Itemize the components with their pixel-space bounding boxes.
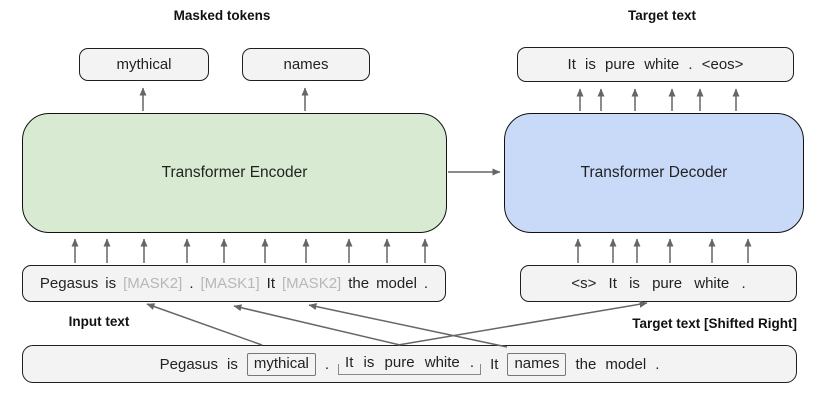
input-text-label: Input text: [68, 314, 130, 329]
source-token: is: [227, 355, 238, 373]
input-token: is: [105, 275, 117, 292]
source-token: .: [324, 355, 330, 373]
input-token-mask2: [MASK2]: [282, 275, 342, 292]
decoder-input-arrows: [574, 238, 752, 263]
target-output-box: It is pure white . <eos>: [517, 47, 794, 82]
source-token-selected-names: names: [507, 352, 567, 376]
shifted-right-label: Target text [Shifted Right]: [632, 316, 797, 331]
transformer-encoder-block: Transformer Encoder: [22, 113, 447, 233]
source-token: .: [655, 355, 660, 373]
source-token: the: [575, 355, 597, 373]
input-token: model: [376, 275, 417, 292]
encoder-input-arrows: [71, 238, 429, 263]
decoder-output-arrows: [576, 88, 740, 111]
masked-tokens-title: Masked tokens: [173, 8, 271, 23]
gap-sentence-text: It is pure white .: [345, 353, 475, 371]
input-token: .: [189, 275, 194, 292]
encoder-label: Transformer Encoder: [161, 164, 308, 181]
input-token-mask2: [MASK2]: [123, 275, 183, 292]
input-token: It: [266, 275, 276, 292]
encoder-input-box: Pegasus is [MASK2] . [MASK1] It [MASK2] …: [22, 265, 446, 302]
masked-token-box-names: names: [242, 48, 370, 81]
input-token: .: [423, 275, 429, 292]
masked-token-box-mythical: mythical: [79, 48, 209, 81]
input-token: Pegasus: [39, 275, 99, 292]
source-token: Pegasus: [159, 355, 219, 373]
bracket-tick-right: [480, 363, 482, 374]
bracket-tick-left: [338, 363, 340, 374]
source-token: model: [605, 355, 647, 373]
input-token-mask1: [MASK1]: [200, 275, 260, 292]
source-token: It: [490, 355, 499, 373]
source-sentence-box: Pegasus is mythical . It is pure white .…: [22, 345, 797, 383]
source-token-selected-mythical: mythical: [246, 352, 316, 376]
target-text-title: Target text: [627, 8, 696, 23]
source-gap-sentence-span: It is pure white .: [338, 353, 482, 375]
input-token: the: [348, 275, 370, 292]
decoder-input-box: <s> It is pure white .: [520, 265, 797, 302]
transformer-decoder-block: Transformer Decoder: [504, 113, 804, 233]
decoder-label: Transformer Decoder: [580, 164, 728, 181]
encoder-output-arrows: [139, 87, 309, 111]
